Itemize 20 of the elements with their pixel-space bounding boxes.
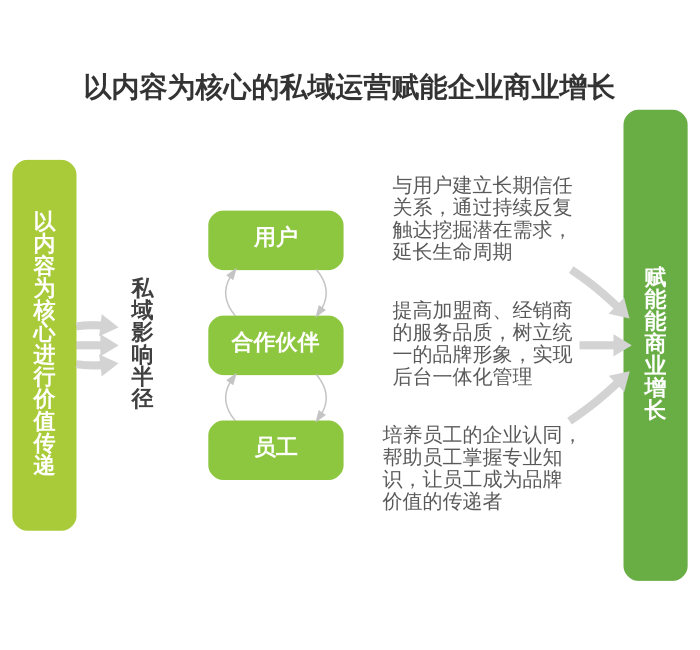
- node-text: 提高加盟商、经销商的服务品质，树立统一的品牌形象，实现后台一体化管理: [392, 298, 573, 388]
- diagram-title: 以内容为核心的私域运营赋能企业商业增长: [84, 70, 616, 104]
- arrow: [224, 267, 237, 316]
- node-box: 以内容为核心进行价值传递: [12, 159, 76, 530]
- arrow: [315, 268, 327, 318]
- node-box: 用户: [208, 210, 344, 270]
- arrow: [567, 370, 630, 424]
- node-box: 员工: [208, 420, 344, 480]
- arrow: [579, 334, 632, 356]
- node-text: 私域影响半径: [131, 274, 154, 412]
- arrow: [568, 266, 630, 318]
- node-text: 培养员工的企业认同，帮助员工掌握专业知识，让员工成为品牌价值的传递者: [382, 423, 583, 513]
- arrow: [224, 372, 237, 421]
- arrow: [76, 314, 119, 336]
- node-box: 赋能能商业增长: [624, 109, 688, 580]
- arrow: [76, 334, 119, 356]
- node-text: 与用户建立长期信任关系，通过持续反复触达挖掘潜在需求，延长生命周期: [392, 174, 573, 264]
- arrow: [76, 354, 119, 376]
- arrow: [315, 374, 327, 422]
- node-box: 合作伙伴: [208, 315, 344, 375]
